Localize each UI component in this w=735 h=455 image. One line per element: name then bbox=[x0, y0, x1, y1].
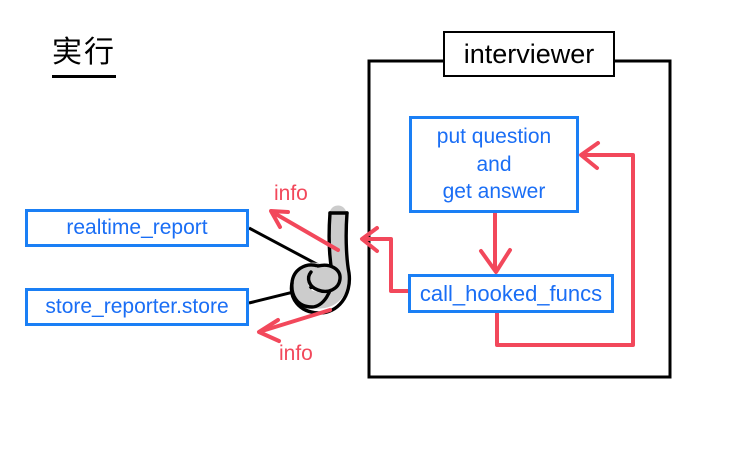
node-store-reporter[interactable]: store_reporter.store bbox=[25, 288, 249, 326]
arrow-callhooked-to-hook bbox=[360, 226, 410, 293]
node-realtime-report[interactable]: realtime_report bbox=[25, 209, 249, 247]
node-store-reporter-label: store_reporter.store bbox=[45, 295, 229, 318]
hook-shape bbox=[289, 205, 352, 315]
node-put-question-lines: put question and get answer bbox=[437, 123, 551, 206]
interviewer-container-rect bbox=[367, 59, 672, 379]
arrow-info-bottom bbox=[257, 308, 332, 343]
interviewer-title-label: interviewer bbox=[463, 38, 595, 69]
node-put-question-line1: put question bbox=[436, 124, 552, 148]
arrow-putquestion-to-callhooked bbox=[479, 211, 512, 274]
node-call-hooked-funcs-label: call_hooked_funcs bbox=[419, 280, 603, 306]
arrow-feedback-loop bbox=[495, 141, 635, 347]
node-call-hooked-funcs[interactable]: call_hooked_funcs bbox=[408, 274, 614, 313]
arrow-info-top bbox=[269, 209, 340, 252]
node-realtime-report-label: realtime_report bbox=[66, 216, 208, 239]
edge-label-info-bottom: info bbox=[279, 342, 313, 365]
node-put-question-line3: get answer bbox=[442, 180, 546, 204]
page-title: 実行 bbox=[52, 34, 116, 78]
node-put-question[interactable]: put question and get answer bbox=[409, 116, 579, 213]
connector-realtime-to-hook bbox=[248, 226, 325, 270]
edge-label-info-top: info bbox=[274, 182, 308, 205]
interviewer-title-box: interviewer bbox=[443, 31, 615, 77]
node-put-question-line2: and bbox=[476, 152, 512, 176]
